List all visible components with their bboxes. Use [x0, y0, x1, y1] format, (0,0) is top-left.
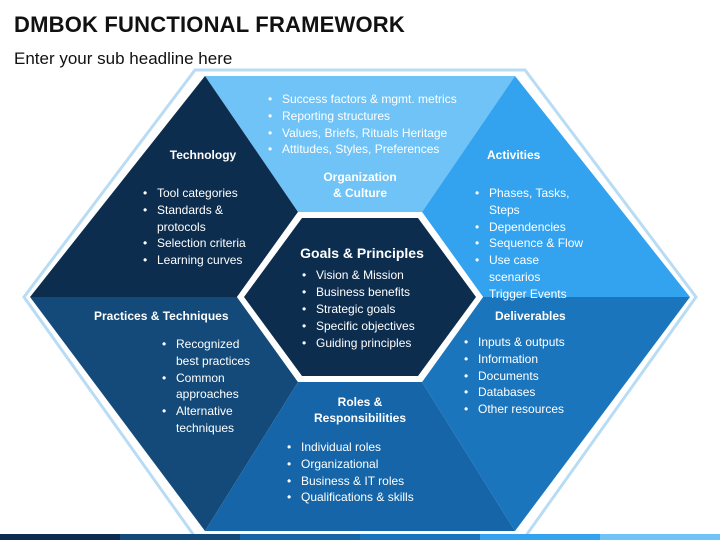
list-item: Standards & protocols — [143, 202, 255, 236]
list-item: Alternative techniques — [162, 403, 260, 437]
organization-list: Success factors & mgmt. metrics Reportin… — [268, 91, 508, 158]
list-item: Strategic goals — [302, 301, 432, 318]
organization-panel: Success factors & mgmt. metrics Reportin… — [268, 91, 508, 158]
list-item: Phases, Tasks, Steps — [475, 185, 587, 219]
list-item: Dependencies — [475, 219, 587, 236]
list-item: Trigger Events — [475, 286, 587, 303]
list-item: Use case scenarios — [475, 252, 587, 286]
list-item: Vision & Mission — [302, 267, 432, 284]
activities-panel: Activities Phases, Tasks, Steps Dependen… — [475, 147, 605, 303]
list-item: Information — [464, 351, 594, 368]
technology-list: Tool categories Standards & protocols Se… — [143, 185, 255, 269]
practices-panel: Practices & Techniques Recognized best p… — [94, 308, 264, 437]
technology-panel: Technology Tool categories Standards & p… — [143, 147, 263, 269]
list-item: Qualifications & skills — [287, 489, 457, 506]
strip-segment — [240, 534, 360, 540]
bottom-color-strip — [0, 534, 720, 540]
strip-segment — [600, 534, 720, 540]
strip-segment — [120, 534, 240, 540]
list-item: Inputs & outputs — [464, 334, 594, 351]
list-item: Specific objectives — [302, 318, 432, 335]
roles-list: Individual roles Organizational Business… — [287, 439, 457, 506]
list-item: Guiding principles — [302, 335, 432, 352]
practices-heading: Practices & Techniques — [94, 309, 229, 323]
organization-heading-panel: Organization & Culture — [300, 169, 420, 201]
technology-heading: Technology — [169, 148, 237, 162]
deliverables-panel: Deliverables Inputs & outputs Informatio… — [464, 308, 594, 418]
goals-panel: Goals & Principles Vision & Mission Busi… — [292, 245, 432, 352]
goals-heading: Goals & Principles — [300, 245, 424, 261]
list-item: Business benefits — [302, 284, 432, 301]
list-item: Documents — [464, 368, 594, 385]
list-item: Tool categories — [143, 185, 255, 202]
strip-segment — [360, 534, 480, 540]
list-item: Other resources — [464, 401, 594, 418]
activities-list: Phases, Tasks, Steps Dependencies Sequen… — [475, 185, 587, 303]
list-item: Selection criteria — [143, 235, 255, 252]
list-item: Sequence & Flow — [475, 235, 587, 252]
list-item: Learning curves — [143, 252, 255, 269]
deliverables-heading: Deliverables — [495, 309, 566, 323]
list-item: Business & IT roles — [287, 473, 457, 490]
list-item: Success factors & mgmt. metrics — [268, 91, 508, 108]
list-item: Organizational — [287, 456, 457, 473]
roles-panel: Roles & Responsibilities Individual role… — [287, 394, 457, 506]
practices-list: Recognized best practices Common approac… — [162, 336, 260, 437]
strip-segment — [0, 534, 120, 540]
list-item: Values, Briefs, Rituals Heritage — [268, 125, 508, 142]
list-item: Common approaches — [162, 370, 260, 404]
list-item: Individual roles — [287, 439, 457, 456]
activities-heading: Activities — [487, 148, 541, 162]
strip-segment — [480, 534, 600, 540]
page-subtitle: Enter your sub headline here — [14, 49, 233, 68]
page-title: DMBOK FUNCTIONAL FRAMEWORK — [14, 12, 405, 37]
list-item: Databases — [464, 384, 594, 401]
goals-list: Vision & Mission Business benefits Strat… — [302, 267, 432, 352]
list-item: Attitudes, Styles, Preferences — [268, 141, 508, 158]
roles-heading: Roles & Responsibilities — [313, 395, 407, 425]
organization-heading: Organization & Culture — [323, 170, 397, 200]
list-item: Reporting structures — [268, 108, 508, 125]
list-item: Recognized best practices — [162, 336, 260, 370]
deliverables-list: Inputs & outputs Information Documents D… — [464, 334, 594, 418]
